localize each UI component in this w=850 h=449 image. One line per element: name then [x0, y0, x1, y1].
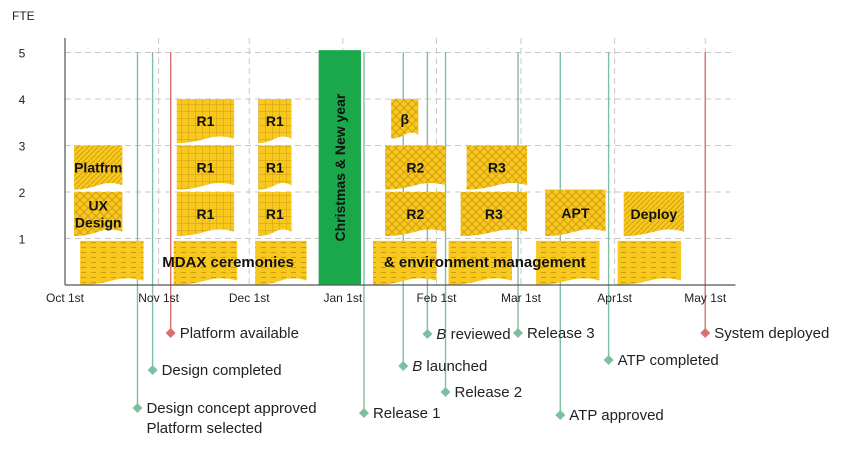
work-block — [373, 240, 437, 285]
work-block — [176, 192, 235, 237]
block-label: R3 — [485, 206, 503, 222]
x-tick-label: May 1st — [684, 291, 727, 305]
work-block — [176, 99, 235, 144]
y-tick-label: 5 — [19, 47, 26, 61]
milestone-label-text: reviewed — [451, 326, 511, 343]
milestone-label: Design concept approved — [146, 400, 316, 417]
milestone-marker — [165, 328, 176, 338]
x-tick-label: Jan 1st — [323, 291, 362, 305]
work-block — [617, 240, 682, 285]
x-tick-label: Mar 1st — [501, 291, 542, 305]
block-label: R1 — [266, 160, 284, 176]
work-block — [460, 192, 528, 237]
block-label: R2 — [406, 160, 424, 176]
work-block — [536, 240, 600, 285]
work-block — [255, 240, 307, 285]
work-block — [545, 189, 606, 237]
milestone-label: Platform available — [180, 325, 299, 342]
milestone-label: Release 1 — [373, 405, 441, 422]
work-block — [623, 192, 685, 237]
work-block — [385, 192, 446, 237]
milestone-marker — [147, 365, 158, 375]
milestone-label-prefix: B — [436, 326, 450, 343]
x-tick-label: Oct 1st — [46, 291, 85, 305]
milestone-label-text: launched — [426, 358, 487, 375]
milestone-label: Release 2 — [455, 384, 523, 401]
band-label: MDAX ceremonies — [162, 254, 294, 271]
band-labels: MDAX ceremonies & environment management — [162, 254, 585, 271]
x-tick-label: Feb 1st — [416, 291, 457, 305]
milestone-label: B launched — [412, 358, 487, 375]
holiday-label: Christmas & New year — [332, 93, 348, 241]
work-block — [258, 99, 292, 144]
y-tick-label: 4 — [19, 93, 26, 107]
y-tick-label: 3 — [19, 140, 26, 154]
work-block — [74, 145, 123, 190]
block-label: R1 — [196, 160, 214, 176]
band-label: & environment management — [384, 254, 586, 271]
milestone-label-prefix: B — [412, 358, 426, 375]
work-block — [173, 240, 238, 285]
x-tick-label: Apr1st — [597, 291, 632, 305]
work-block — [176, 145, 235, 190]
milestone-label: Release 3 — [527, 325, 595, 342]
work-block — [466, 145, 528, 190]
block-label: UX — [88, 198, 108, 214]
work-block — [80, 240, 144, 285]
y-tick-label: 1 — [19, 233, 26, 247]
x-tick-label: Nov 1st — [138, 291, 179, 305]
work-block — [258, 192, 292, 237]
milestone-lines — [136, 52, 706, 411]
milestone-marker — [398, 361, 409, 371]
milestone-marker — [358, 408, 369, 418]
work-block — [385, 145, 446, 190]
block-label: R1 — [266, 113, 284, 129]
block-label: R1 — [196, 113, 214, 129]
work-block — [391, 99, 419, 139]
milestone-marker — [422, 329, 433, 339]
block-label: R1 — [266, 206, 284, 222]
x-tick-label: Dec 1st — [229, 291, 270, 305]
milestone-marker — [440, 387, 451, 397]
work-block — [74, 192, 123, 237]
y-axis-label: FTE — [12, 9, 35, 23]
holiday-rect — [318, 50, 361, 285]
milestone-marker — [603, 355, 614, 365]
milestone-label-line2: Platform selected — [146, 420, 262, 437]
block-label: APT — [561, 205, 589, 221]
work-block — [448, 240, 512, 285]
milestone-marker — [555, 410, 566, 420]
axes — [64, 38, 736, 286]
block-label: Platfrm — [74, 160, 122, 176]
y-tick-label: 2 — [19, 186, 26, 200]
milestone-marker — [700, 328, 711, 338]
milestone-marker — [513, 328, 523, 338]
milestone-label: System deployed — [714, 325, 829, 342]
milestone-label: B reviewed — [436, 326, 510, 343]
holiday-bar: Christmas & New year — [318, 50, 361, 285]
milestone-label: ATP completed — [618, 352, 719, 369]
block-label: Deploy — [631, 206, 678, 222]
milestone-label: ATP approved — [569, 407, 664, 424]
milestone-marker — [132, 403, 143, 413]
work-block — [258, 145, 292, 190]
block-label: β — [400, 111, 409, 127]
block-label: R1 — [196, 206, 214, 222]
milestone-label: Design completed — [162, 362, 282, 379]
block-label: R3 — [488, 160, 506, 176]
block-label: R2 — [406, 206, 424, 222]
block-label: Design — [75, 215, 122, 231]
